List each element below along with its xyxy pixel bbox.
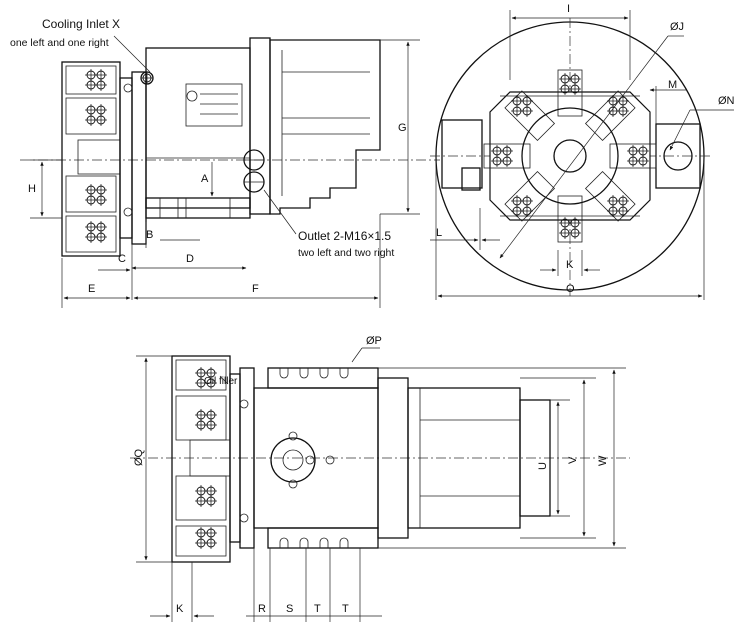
front-view [430, 18, 710, 296]
cooling-inlet-label: Cooling Inlet X [42, 17, 120, 31]
dim-R: R [258, 603, 266, 615]
dim-K-bottom: K [176, 603, 184, 615]
top-view-dimensions [136, 347, 626, 622]
dim-I: I [567, 3, 570, 15]
dim-Q: ØQ [133, 448, 145, 466]
dim-J: ØJ [670, 21, 684, 33]
dim-W: W [597, 455, 609, 466]
dim-N: ØN [718, 95, 735, 107]
outlet-label: Outlet 2-M16×1.5 [298, 229, 391, 243]
front-view-labels: I ØJ ØN M L K O [436, 3, 735, 295]
dim-V: V [567, 456, 579, 464]
dim-M: M [668, 79, 677, 91]
dim-L: L [436, 227, 442, 239]
dim-T-second: T [342, 603, 349, 615]
side-view [20, 37, 440, 257]
dim-O: O [566, 283, 575, 295]
oil-filler-label: Oil filler [204, 376, 238, 387]
dim-U: U [537, 462, 549, 470]
dim-T-first: T [314, 603, 321, 615]
dim-F: F [252, 283, 259, 295]
top-view-labels: ØQ U V W K R S T T ØP Oil filler [133, 335, 609, 615]
dim-B: B [146, 229, 153, 241]
side-view-labels: Cooling Inlet X one left and one right O… [10, 17, 407, 295]
dim-E: E [88, 283, 95, 295]
front-view-dimensions [430, 10, 734, 300]
cooling-inlet-note: one left and one right [10, 37, 109, 49]
dim-K-top: K [566, 259, 574, 271]
dim-D: D [186, 253, 194, 265]
dim-P: ØP [366, 335, 382, 347]
outlet-note: two left and two right [298, 247, 394, 259]
side-view-dimensions [30, 35, 420, 308]
dim-A: A [201, 173, 209, 185]
dim-G: G [398, 122, 407, 134]
dim-H: H [28, 183, 36, 195]
dim-S: S [286, 603, 293, 615]
top-view [130, 355, 630, 563]
dim-C: C [118, 253, 126, 265]
